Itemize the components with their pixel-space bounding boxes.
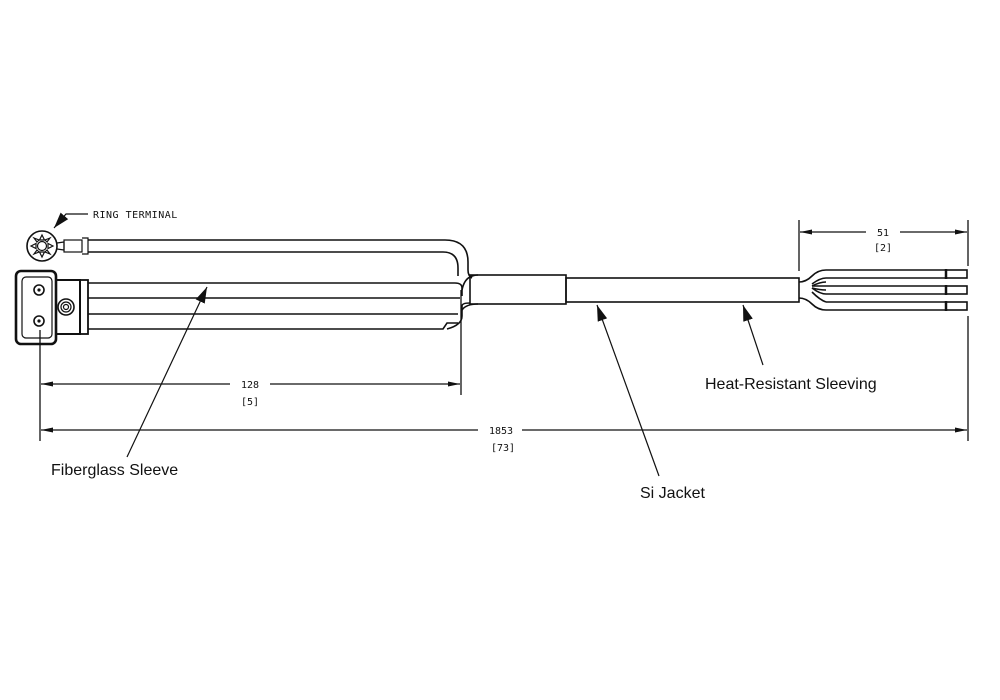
breakout-leads	[798, 269, 968, 311]
bracket-hole-icon	[33, 284, 45, 296]
si-jacket-cable	[565, 277, 800, 303]
si-jacket-label: Si Jacket	[640, 485, 705, 502]
ring-terminal-outer	[26, 230, 58, 262]
ring-terminal-label: RING TERMINAL	[93, 210, 178, 221]
ring-lead-wire-bottom	[88, 251, 459, 276]
dimension-128-mm: 128	[241, 380, 259, 391]
callout-heat-resistant-sleeving: Heat-Resistant Sleeving	[705, 304, 877, 393]
dimension-1853-mm: 1853	[489, 426, 513, 437]
dimension-lead-length: 128 [5]	[41, 380, 460, 408]
callout-fiberglass-sleeve: Fiberglass Sleeve	[51, 286, 208, 479]
heat-resistant-sleeving-label: Heat-Resistant Sleeving	[705, 376, 877, 393]
si-jacket-heatshrink	[469, 274, 567, 305]
dimension-51-mm: 51	[877, 228, 889, 239]
stripped-end	[945, 301, 968, 311]
stripped-end	[945, 285, 968, 295]
callout-ring-terminal: RING TERMINAL	[53, 210, 178, 229]
callout-si-jacket: Si Jacket	[596, 304, 705, 502]
dimension-51-in: [2]	[874, 243, 892, 254]
dimension-strip-length: 51 [2]	[800, 228, 967, 254]
dimension-overall-length: 1853 [73]	[41, 426, 967, 454]
dimension-1853-in: [73]	[491, 443, 515, 454]
dimension-128-in: [5]	[241, 397, 259, 408]
mounting-bracket	[14, 269, 89, 346]
ring-terminal-teeth-icon	[29, 233, 55, 259]
fiberglass-sleeve-label: Fiberglass Sleeve	[51, 462, 178, 479]
fiberglass-sleeve-leads	[88, 282, 471, 330]
ring-lead-wire-top	[88, 239, 473, 279]
bracket-hole-icon	[33, 315, 45, 327]
stripped-end	[945, 269, 968, 279]
ring-terminal	[26, 230, 89, 262]
